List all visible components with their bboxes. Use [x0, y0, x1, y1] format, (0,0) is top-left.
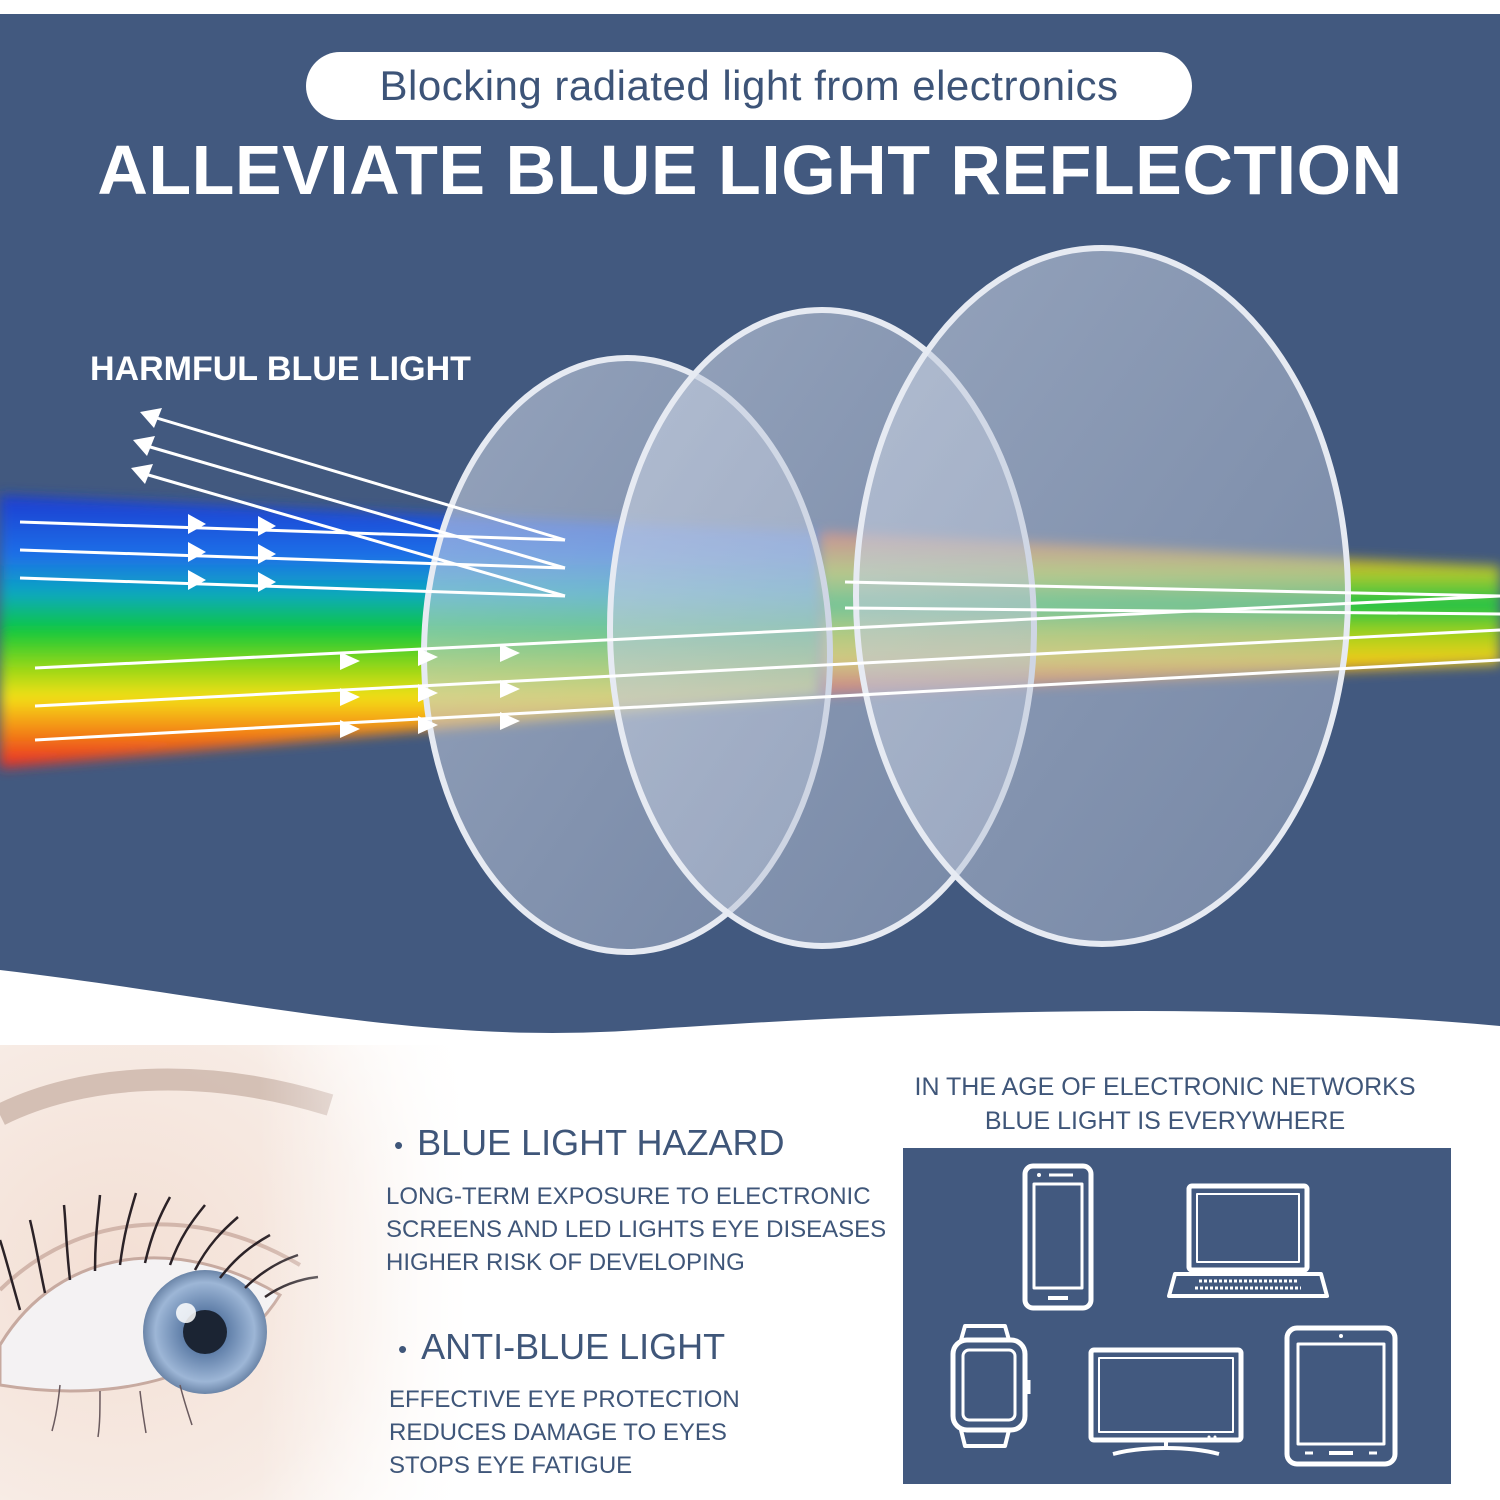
- lens-back: [853, 245, 1351, 947]
- devices-caption-line: IN THE AGE OF ELECTRONIC NETWORKS: [914, 1073, 1416, 1101]
- anti-line: EFFECTIVE EYE PROTECTION: [389, 1386, 740, 1413]
- tablet-icon: [1284, 1325, 1398, 1467]
- eye-image: [0, 1045, 470, 1500]
- smartphone-icon: [1022, 1163, 1094, 1311]
- smartwatch-icon: [950, 1324, 1031, 1448]
- subtitle-pill: Blocking radiated light from electronics: [306, 52, 1192, 120]
- laptop-icon: [1167, 1183, 1329, 1298]
- anti-line: REDUCES DAMAGE TO EYES: [389, 1419, 727, 1446]
- devices-caption: IN THE AGE OF ELECTRONIC NETWORKS BLUE L…: [900, 1070, 1430, 1138]
- bullet-icon: •: [394, 1129, 404, 1160]
- monitor-icon: [1088, 1347, 1244, 1456]
- anti-heading: • ANTI-BLUE LIGHT: [398, 1326, 725, 1368]
- hazard-line: HIGHER RISK OF DEVELOPING: [386, 1249, 745, 1276]
- hazard-body: LONG-TERM EXPOSURE TO ELECTRONIC SCREENS…: [386, 1180, 886, 1279]
- anti-line: STOPS EYE FATIGUE: [389, 1452, 633, 1479]
- devices-panel: [903, 1148, 1451, 1484]
- anti-body: EFFECTIVE EYE PROTECTION REDUCES DAMAGE …: [389, 1383, 740, 1482]
- anti-heading-text: ANTI-BLUE LIGHT: [421, 1326, 726, 1367]
- bullet-icon: •: [398, 1333, 408, 1364]
- hazard-line: SCREENS AND LED LIGHTS EYE DISEASES: [386, 1216, 887, 1243]
- hazard-heading: • BLUE LIGHT HAZARD: [394, 1122, 785, 1164]
- devices-caption-line: BLUE LIGHT IS EVERYWHERE: [984, 1107, 1346, 1135]
- subtitle-text: Blocking radiated light from electronics: [379, 62, 1119, 109]
- harmful-blue-light-label: HARMFUL BLUE LIGHT: [90, 350, 471, 388]
- hazard-line: LONG-TERM EXPOSURE TO ELECTRONIC: [386, 1183, 871, 1210]
- hazard-heading-text: BLUE LIGHT HAZARD: [417, 1122, 785, 1163]
- page-title: ALLEVIATE BLUE LIGHT REFLECTION: [97, 131, 1403, 209]
